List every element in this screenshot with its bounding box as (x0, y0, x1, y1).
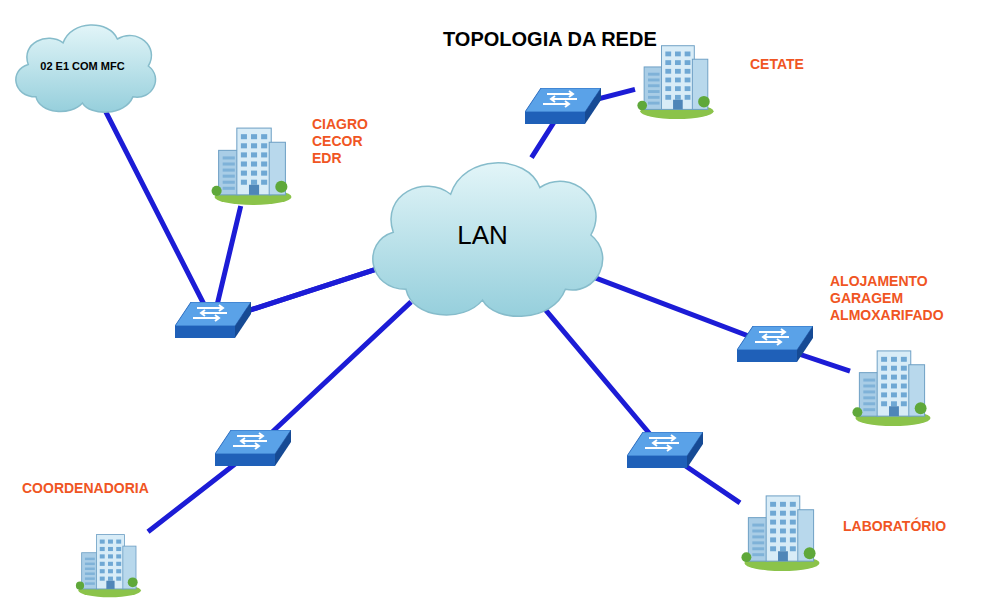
building-label: CIAGRO CECOR EDR (312, 116, 368, 166)
switch-icon (215, 430, 291, 466)
building-node: ALOJAMENTO GARAGEM ALMOXARIFADO (850, 343, 932, 427)
building-node: CIAGRO CECOR EDR (210, 120, 292, 206)
building-label: COORDENADORIA (22, 480, 149, 497)
building-icon (740, 488, 820, 572)
building-label: ALOJAMENTO GARAGEM ALMOXARIFADO (830, 273, 944, 323)
network-cloud: LAN (355, 140, 610, 330)
network-link (106, 112, 377, 322)
building-node: LABORATÓRIO (740, 488, 820, 572)
network-link (585, 274, 850, 371)
network-link (543, 307, 740, 502)
building-node: CETATE (635, 38, 715, 120)
building-icon (68, 528, 148, 598)
cloud-label: 02 E1 COM MFC (40, 60, 124, 72)
switch-icon (525, 88, 601, 124)
building-label: CETATE (750, 56, 804, 73)
diagram-title: TOPOLOGIA DA REDE (443, 28, 657, 51)
switch-icon (737, 326, 813, 362)
switch-icon (175, 302, 251, 338)
building-node: COORDENADORIA (68, 528, 148, 598)
switch-icon (627, 432, 703, 468)
cloud-label: LAN (457, 220, 508, 251)
building-icon (850, 343, 932, 427)
building-icon (210, 120, 292, 206)
building-icon (635, 38, 715, 120)
network-cloud: 02 E1 COM MFC (5, 12, 160, 120)
building-label: LABORATÓRIO (843, 518, 946, 535)
network-link (148, 302, 411, 532)
